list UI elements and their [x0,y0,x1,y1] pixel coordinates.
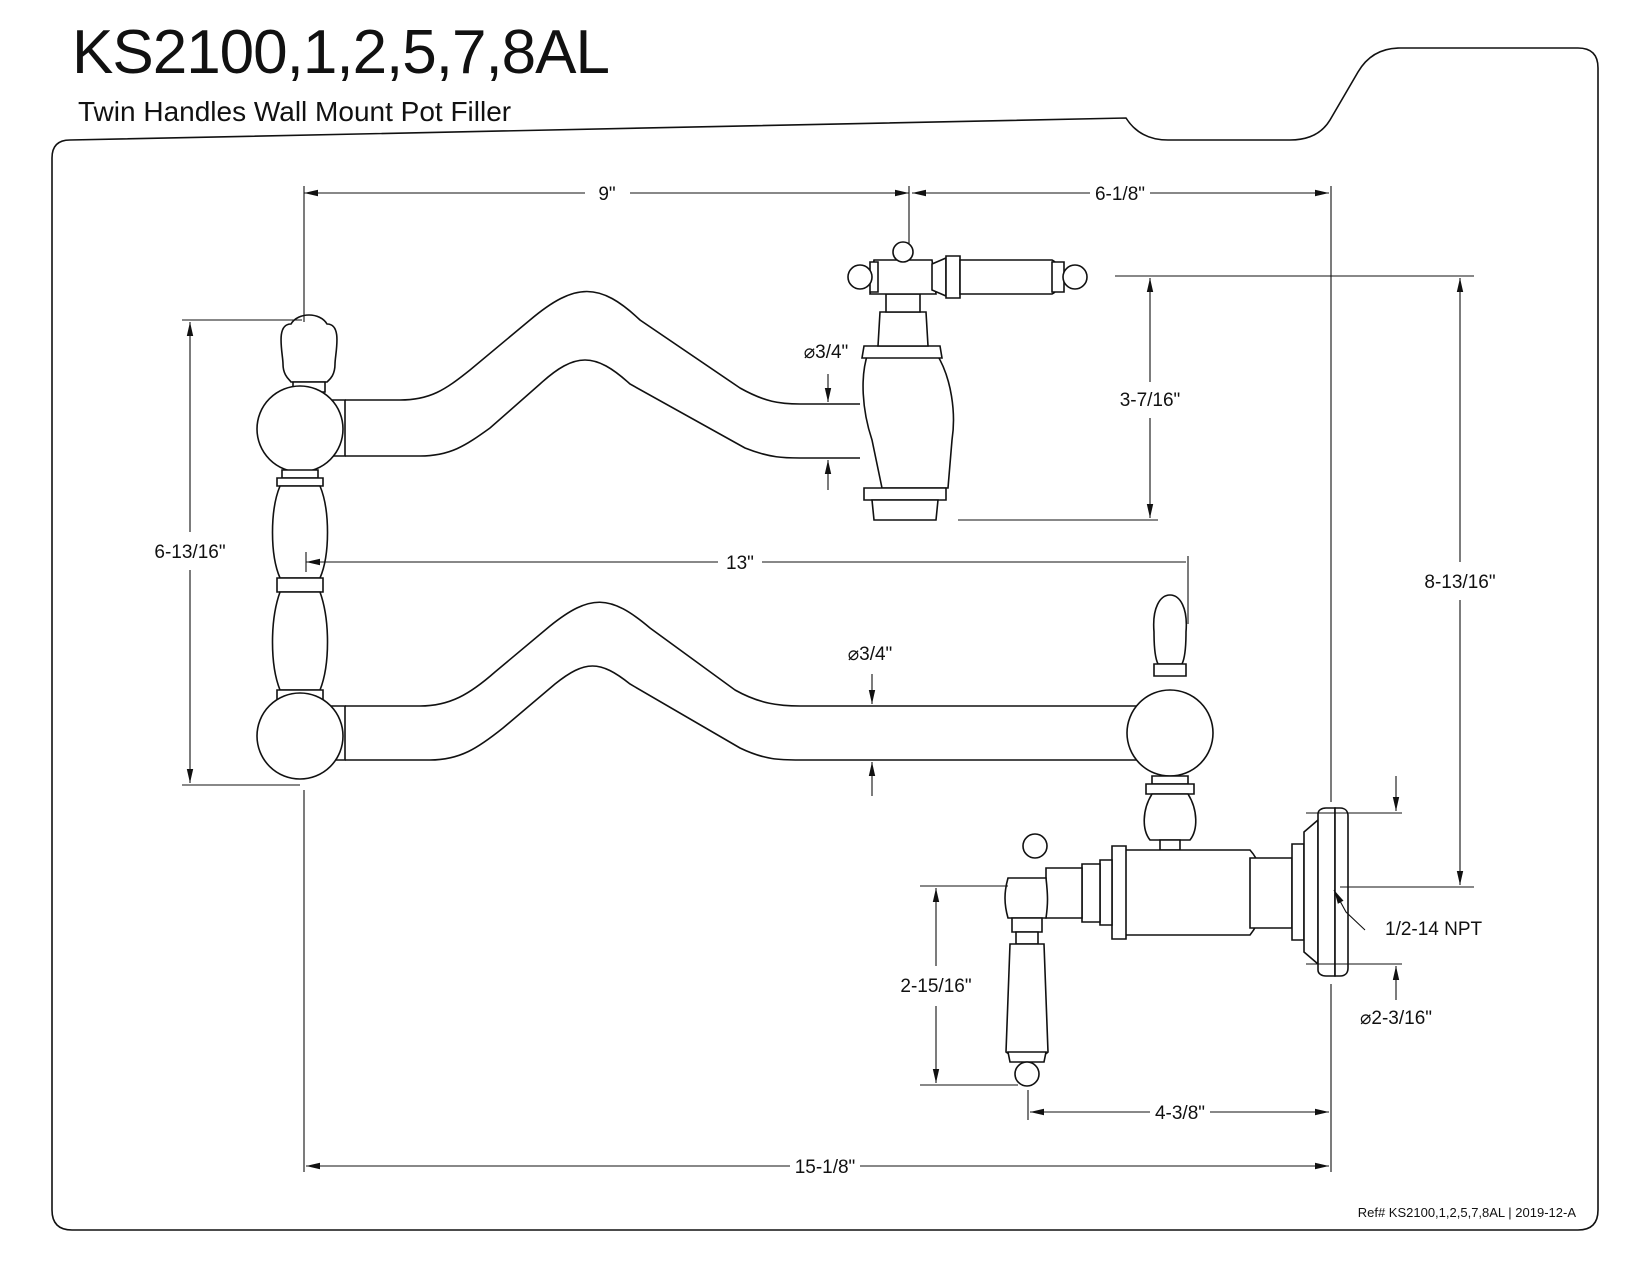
lower-valve-column [1126,594,1214,851]
dim-overall-height-right: 8-13/16" [1424,572,1495,593]
drawing-subtitle: Twin Handles Wall Mount Pot Filler [78,96,512,127]
drawing-title: KS2100,1,2,5,7,8AL [72,18,610,87]
dim-upper-pipe-diameter: ⌀3/4" [804,342,849,363]
extension-lines [182,186,1474,1172]
dim-lower-pipe-diameter: ⌀3/4" [848,644,893,665]
dim-overall-length: 15-1/8" [795,1157,856,1178]
dim-top-right-width: 6-1/8" [1095,184,1145,205]
dim-flange-diameter: ⌀2-3/16" [1360,1008,1432,1029]
reference-number: Ref# KS2100,1,2,5,7,8AL | 2019-12-A [1357,1205,1576,1220]
dim-thread-size: 1/2-14 NPT [1385,919,1483,940]
left-swivel-column [256,314,346,780]
dim-overall-height-left: 6-13/16" [154,542,225,563]
lower-valve-body [1081,807,1349,977]
dimension-labels: 9" 6-1/8" ⌀3/4" 3-7/16" 6-13/16" 8-13/16… [154,184,1495,1178]
dimension-lines [186,189,1464,1170]
drawing-frame [51,47,1599,1231]
upper-swing-arm [345,290,860,459]
lower-handle [1004,833,1083,1087]
dim-valve-height: 3-7/16" [1120,390,1181,411]
dim-lower-handle-height: 2-15/16" [900,976,971,997]
lower-swing-arm [345,601,1141,761]
dim-top-left-width: 9" [598,184,615,205]
dim-lower-arm-length: 13" [726,553,754,574]
dim-lower-handle-offset: 4-3/8" [1155,1103,1205,1124]
upper-valve [847,241,1088,521]
